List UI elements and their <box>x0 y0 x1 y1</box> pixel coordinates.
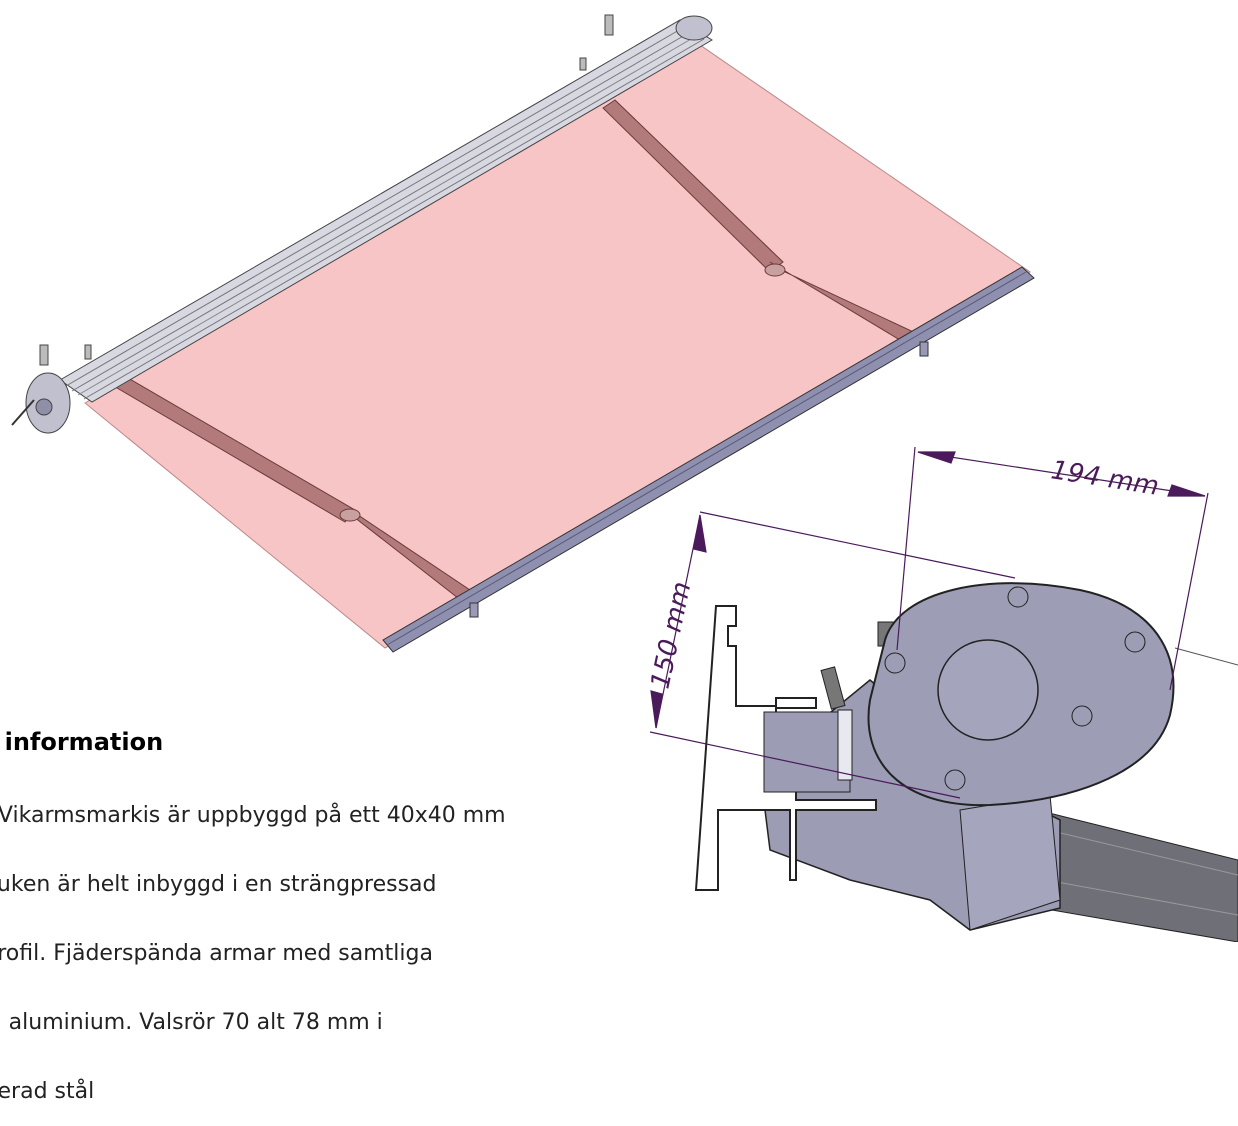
height-dimension-label: 150 mm <box>646 579 698 691</box>
roller-tube <box>937 639 1039 741</box>
description-line: er i aluminium. Valsrör 70 alt 78 mm i <box>0 1010 383 1035</box>
description-line: sa Vikarmsmarkis är uppbyggd på ett 40x4… <box>0 803 506 828</box>
awning-front-bar <box>382 266 1035 653</box>
awning-isometric <box>11 14 1035 653</box>
width-dimension-label: 194 mm <box>1049 455 1161 502</box>
awning-cassette <box>11 14 713 434</box>
description-line: niserad stål <box>0 1079 95 1104</box>
description-line: ttprofil. Fjäderspända armar med samtlig… <box>0 941 433 966</box>
dimension-lines <box>649 446 1209 799</box>
awning-technical-drawing: 194 mm 150 mm <box>11 14 1238 942</box>
technical-info-description: sa Vikarmsmarkis är uppbyggd på ett 40x4… <box>0 758 506 1126</box>
cassette-cross-section <box>694 582 1238 942</box>
technical-info-heading: sk information <box>0 728 164 756</box>
description-line: . Duken är helt inbyggd i en strängpress… <box>0 872 437 897</box>
arm-tube <box>1039 811 1238 942</box>
awning-arm-front <box>110 377 471 599</box>
